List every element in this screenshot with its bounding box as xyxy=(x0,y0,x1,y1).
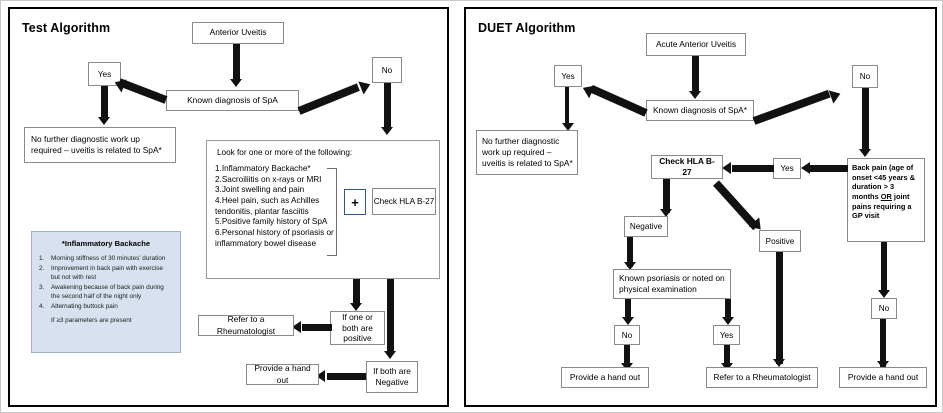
node-both-negative: If both are Negative xyxy=(366,361,418,393)
criteria-bracket xyxy=(327,168,337,256)
criteria-item: 4.Heel pain, such as Achilles xyxy=(215,195,320,205)
legend-title: *Inflammatory Backache xyxy=(61,239,151,248)
panel-title-duet-algorithm: DUET Algorithm xyxy=(478,21,576,35)
criteria-item: 6.Personal history of psoriasis or xyxy=(215,227,334,237)
node-provide-handout-left: Provide a hand out xyxy=(561,367,649,388)
label-yes-psoriasis: Yes xyxy=(713,325,740,345)
node-acute-anterior-uveitis: Acute Anterior Uveitis xyxy=(646,33,746,56)
panel-title-test-algorithm: Test Algorithm xyxy=(22,21,111,35)
legend-item: 1. Morning stiffness of 30 minutes’ dura… xyxy=(39,254,173,263)
legend-item-number: 3. xyxy=(39,284,45,292)
label-yes-top: Yes xyxy=(554,65,582,87)
legend-item-text: Alternating buttock pain xyxy=(51,303,118,311)
label-positive: Positive xyxy=(759,230,801,252)
node-refer-rheumatologist-duet: Refer to a Rheumatologist xyxy=(706,367,818,388)
legend-item: 3. Awakening because of back pain during… xyxy=(39,283,173,301)
label-no-psoriasis: No xyxy=(614,325,640,345)
label-no-backpain: No xyxy=(871,298,897,319)
node-back-pain: Back pain (age of onset <45 years & dura… xyxy=(847,158,925,242)
criteria-item: tendonitis, plantar fasciitis xyxy=(215,206,309,216)
criteria-item: 1.Inflammatory Backache* xyxy=(215,164,311,173)
label-yes-mid: Yes xyxy=(773,158,801,179)
legend-inflammatory-backache: *Inflammatory Backache 1. Morning stiffn… xyxy=(31,231,181,353)
criteria-item: 3.Joint swelling and pain xyxy=(215,185,305,195)
legend-footnote: If ≥3 parameters are present xyxy=(51,316,132,324)
back-pain-text: Back pain (age of onset <45 years & dura… xyxy=(852,163,916,221)
node-known-psoriasis: Known psoriasis or noted on physical exa… xyxy=(613,269,731,299)
plus-operator-icon: + xyxy=(344,189,366,215)
node-refer-rheumatologist: Refer to a Rheumatologist xyxy=(198,314,294,336)
node-provide-handout-right: Provide a hand out xyxy=(839,367,927,388)
node-no-further-workup-duet: No further diagnostic work up required –… xyxy=(476,130,578,175)
legend-item: 4. Alternating buttock pain xyxy=(39,302,173,311)
criteria-item: inflammatory bowel disease xyxy=(215,238,317,248)
node-known-diagnosis-spa: Known diagnosis of SpA xyxy=(166,90,299,111)
label-no: No xyxy=(372,57,402,83)
node-one-or-both-positive: If one or both are positive xyxy=(330,311,385,345)
panel-test-algorithm: Test Algorithm Anterior Uveitis Known di… xyxy=(8,7,449,407)
criteria-header: Look for one or more of the following: xyxy=(217,148,353,157)
label-negative: Negative xyxy=(624,216,668,237)
criteria-item: 2.Sacroiliitis on x-rays or MRI xyxy=(215,174,322,184)
criteria-item: 5.Positive family history of SpA xyxy=(215,217,328,227)
legend-item: 2. Improvement in back pain with exercis… xyxy=(39,264,173,282)
legend-item-text: Awakening because of back pain during th… xyxy=(51,284,164,301)
node-known-diagnosis-spa-duet: Known diagnosis of SpA* xyxy=(646,100,754,121)
label-yes: Yes xyxy=(88,62,121,86)
node-check-hla-b27-duet: Check HLA B-27 xyxy=(651,155,723,179)
label-no-top: No xyxy=(852,65,878,88)
node-check-hla-b27: Check HLA B-27 xyxy=(372,188,436,215)
legend-item-text: Improvement in back pain with exercise b… xyxy=(51,265,163,282)
node-provide-handout: Provide a hand out xyxy=(246,363,319,385)
legend-item-number: 2. xyxy=(39,265,45,273)
legend-item-text: Morning stiffness of 30 minutes’ duratio… xyxy=(51,255,166,262)
legend-item-number: 4. xyxy=(39,303,45,311)
node-anterior-uveitis: Anterior Uveitis xyxy=(192,22,284,44)
panel-duet-algorithm: DUET Algorithm Acute Anterior Uveitis Kn… xyxy=(464,7,937,407)
node-criteria-list: Look for one or more of the following: 1… xyxy=(206,140,440,279)
legend-item-number: 1. xyxy=(39,255,45,262)
node-no-further-workup: No further diagnostic work up required –… xyxy=(24,127,176,163)
